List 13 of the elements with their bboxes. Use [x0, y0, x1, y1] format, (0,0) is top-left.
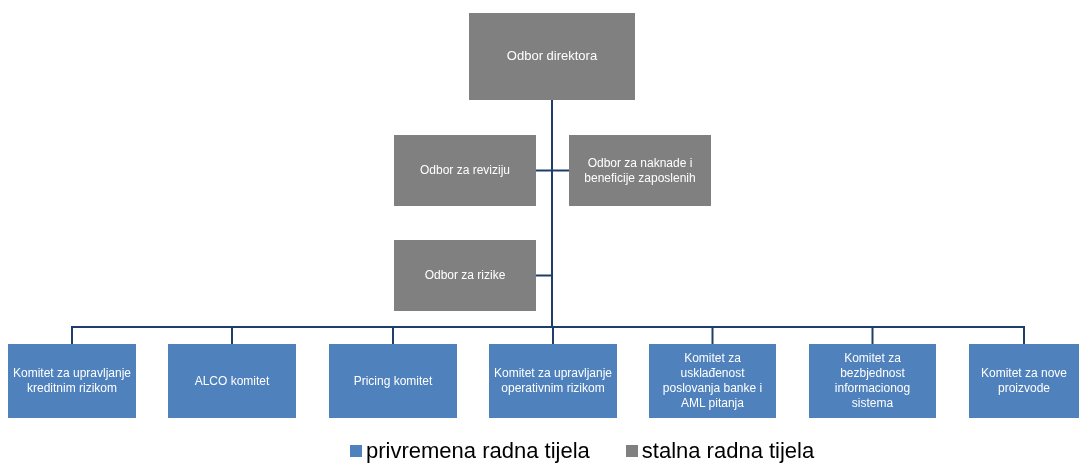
org-box: Komitet za upravljanje operativnim rizikom: [489, 344, 617, 418]
org-box: Odbor za reviziju: [394, 135, 536, 206]
org-box: Komitet za bezbjednost informacionog sistema: [809, 344, 936, 418]
org-box: Odbor za naknade i beneficije zaposlenih: [569, 135, 711, 206]
org-box: Komitet za usklađenost poslovanja banke i AML pitanja: [649, 344, 776, 418]
org-box: Pricing komitet: [329, 344, 457, 418]
org-box: Komitet za nove proizvode: [969, 344, 1079, 418]
legend-label: privremena radna tijela: [366, 437, 590, 465]
org-box: Odbor direktora: [469, 13, 635, 100]
legend-label: stalna radna tijela: [641, 437, 815, 465]
org-box: Komitet za upravljanje kreditnim rizikom: [8, 344, 136, 418]
org-box: Odbor za rizike: [394, 240, 536, 311]
org-box: ALCO komitet: [168, 344, 296, 418]
